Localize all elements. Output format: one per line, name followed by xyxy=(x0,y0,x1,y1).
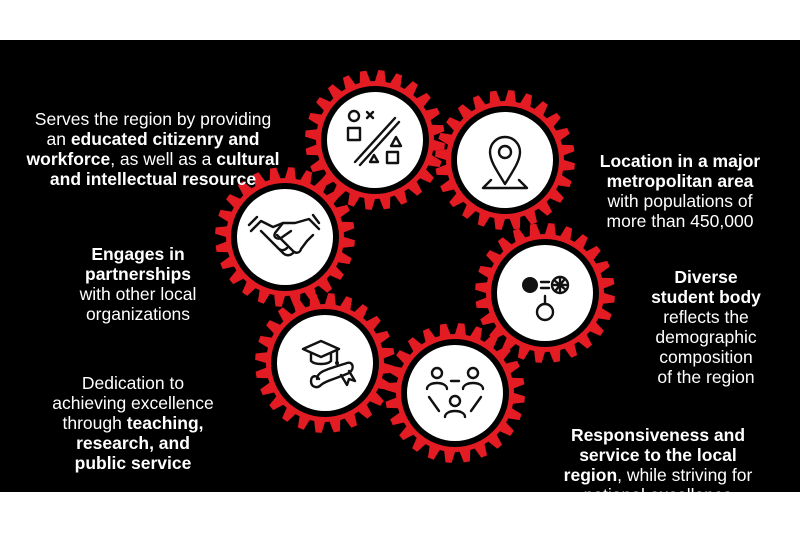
gears-diagram xyxy=(215,70,615,463)
label-text: student body xyxy=(651,287,761,307)
label-line: Serves the region by providing xyxy=(8,109,298,129)
label-text: , as well as a xyxy=(110,149,217,169)
label-line: of the region xyxy=(620,367,792,387)
label-text: Diverse xyxy=(674,267,738,287)
gear-6 xyxy=(385,323,525,463)
label-line: partnerships xyxy=(38,264,238,284)
label-text: of the region xyxy=(657,367,755,387)
label-line: an educated citizenry and xyxy=(8,129,298,149)
label-line: region, while striving for xyxy=(538,465,778,485)
label-text: region xyxy=(563,465,618,485)
label-text: demographic xyxy=(655,327,757,347)
label-text: achieving excellence xyxy=(52,393,214,413)
gear-layer xyxy=(215,70,615,463)
label-text: research, and xyxy=(76,433,190,453)
label-text: teaching, xyxy=(126,413,204,433)
label-line: workforce, as well as a cultural xyxy=(8,149,298,169)
label-text: more than 450,000 xyxy=(606,211,754,231)
label-text: service to the local xyxy=(579,445,737,465)
label-line: demographic xyxy=(620,327,792,347)
label-line: achieving excellence xyxy=(28,393,238,413)
label-text: workforce xyxy=(26,149,111,169)
location-pin-icon xyxy=(481,135,529,190)
label-text: partnerships xyxy=(85,264,191,284)
label-text: cultural xyxy=(216,149,280,169)
bottom-border xyxy=(0,492,800,533)
label-text: public service xyxy=(74,453,192,473)
label-text: with other local xyxy=(79,284,197,304)
gear-2 xyxy=(435,90,575,230)
label-line: service to the local xyxy=(538,445,778,465)
label-line: Location in a major xyxy=(575,151,785,171)
label-text: through xyxy=(62,413,127,433)
label-line: more than 450,000 xyxy=(575,211,785,231)
label-text: composition xyxy=(659,347,753,367)
graduation-icon xyxy=(301,339,357,389)
label-text: Responsiveness and xyxy=(570,425,746,445)
label-line: composition xyxy=(620,347,792,367)
label-line: Diverse xyxy=(620,267,792,287)
label-line: research, and xyxy=(28,433,238,453)
label-text: an xyxy=(46,129,71,149)
label-line: with populations of xyxy=(575,191,785,211)
community-service-icon xyxy=(425,366,485,419)
label-text: with populations of xyxy=(607,191,753,211)
gear-center xyxy=(497,245,593,341)
label-text: , while striving for xyxy=(617,465,753,485)
label-line: and intellectual resource xyxy=(8,169,298,189)
gear-center xyxy=(237,189,333,285)
label-line: with other local xyxy=(38,284,238,304)
label-text: Dedication to xyxy=(81,373,185,393)
diversity-icon xyxy=(522,275,570,322)
label-text: Location in a major xyxy=(599,151,761,171)
label-text: organizations xyxy=(85,304,191,324)
label-line: reflects the xyxy=(620,307,792,327)
label-line: organizations xyxy=(38,304,238,324)
gear-3 xyxy=(215,167,355,307)
label-line: public service xyxy=(28,453,238,473)
label-text: and intellectual resource xyxy=(49,169,257,189)
label-text: Serves the region by providing xyxy=(34,109,272,129)
label-text: educated citizenry and xyxy=(70,129,260,149)
label-line: Dedication to xyxy=(28,373,238,393)
label-text: Engages in xyxy=(91,244,185,264)
culture-shapes-icon xyxy=(346,109,403,167)
label-line: Engages in xyxy=(38,244,238,264)
gear-center xyxy=(407,345,503,441)
label-line: Responsiveness and xyxy=(538,425,778,445)
gear-center xyxy=(457,112,553,208)
label-line: through teaching, xyxy=(28,413,238,433)
handshake-icon xyxy=(247,213,321,257)
label-text: reflects the xyxy=(663,307,749,327)
label-line: metropolitan area xyxy=(575,171,785,191)
label-line: student body xyxy=(620,287,792,307)
gear-4 xyxy=(475,223,615,363)
top-border xyxy=(0,0,800,40)
label-text: metropolitan area xyxy=(606,171,754,191)
